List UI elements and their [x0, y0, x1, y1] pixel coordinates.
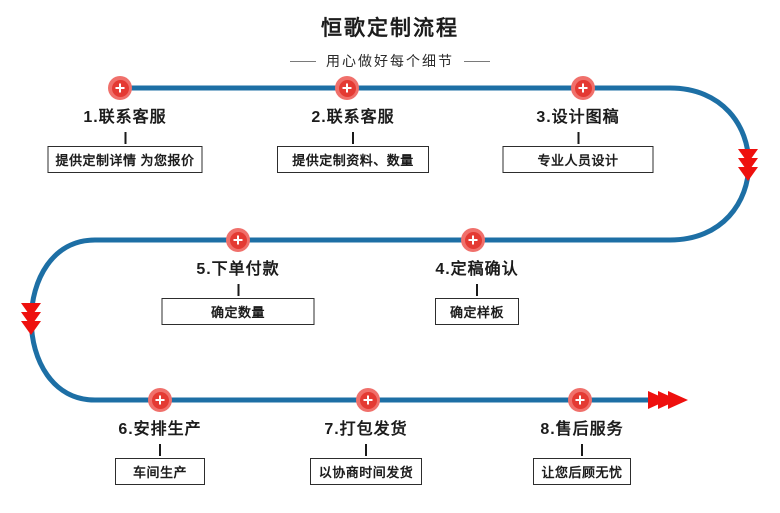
step-node-6 [148, 388, 172, 412]
step-2-title: 2.联系客服 [311, 109, 395, 126]
plus-icon [574, 79, 592, 97]
step-3: 3.设计图稿 专业人员设计 [502, 103, 654, 173]
plus-icon [464, 231, 482, 249]
step-node-7 [356, 388, 380, 412]
step-8-title: 8.售后服务 [540, 421, 624, 438]
connector-line [581, 444, 583, 456]
down-arrows-right-icon [738, 149, 758, 181]
step-1-detail-box: 提供定制详情 为您报价 [47, 146, 203, 173]
step-6-title: 6.安排生产 [118, 421, 202, 438]
step-node-2 [335, 76, 359, 100]
step-5-detail-box: 确定数量 [161, 298, 315, 325]
step-7: 7.打包发货 以协商时间发货 [310, 415, 422, 485]
step-node-1 [108, 76, 132, 100]
step-4-title: 4.定稿确认 [435, 261, 519, 278]
connector-line [365, 444, 367, 456]
subtitle-dash-left-icon [290, 60, 316, 62]
subtitle-dash-right-icon [464, 60, 490, 62]
subtitle-text: 用心做好每个细节 [326, 53, 454, 69]
step-2-detail-box: 提供定制资料、数量 [277, 146, 429, 173]
plus-icon [111, 79, 129, 97]
step-4: 4.定稿确认 确定样板 [435, 255, 519, 325]
step-7-detail-box: 以协商时间发货 [310, 458, 422, 485]
step-8: 8.售后服务 让您后顾无忧 [533, 415, 631, 485]
plus-icon [359, 391, 377, 409]
step-5-title: 5.下单付款 [196, 261, 280, 278]
step-node-8 [568, 388, 592, 412]
step-1-title: 1.联系客服 [83, 109, 167, 126]
connector-line [159, 444, 161, 456]
step-3-detail-box: 专业人员设计 [502, 146, 654, 173]
connector-line [237, 284, 239, 296]
connector-line [352, 132, 354, 144]
step-7-title: 7.打包发货 [324, 421, 408, 438]
step-node-3 [571, 76, 595, 100]
flow-path [28, 85, 752, 403]
step-2: 2.联系客服 提供定制资料、数量 [277, 103, 429, 173]
step-4-detail-box: 确定样板 [435, 298, 519, 325]
connector-line [476, 284, 478, 296]
plus-icon [151, 391, 169, 409]
plus-icon [338, 79, 356, 97]
page-title: 恒歌定制流程 [321, 17, 459, 40]
step-5: 5.下单付款 确定数量 [161, 255, 315, 325]
subtitle: 用心做好每个细节 [0, 51, 780, 71]
plus-icon [229, 231, 247, 249]
connector-line [577, 132, 579, 144]
end-arrow-right-icon [648, 391, 688, 409]
step-8-detail-box: 让您后顾无忧 [533, 458, 631, 485]
step-6: 6.安排生产 车间生产 [115, 415, 205, 485]
connector-line [124, 132, 126, 144]
step-node-5 [226, 228, 250, 252]
step-3-title: 3.设计图稿 [536, 109, 620, 126]
header: 恒歌定制流程 用心做好每个细节 [0, 12, 780, 71]
step-node-4 [461, 228, 485, 252]
down-arrows-left-icon [21, 303, 41, 335]
step-1: 1.联系客服 提供定制详情 为您报价 [47, 103, 203, 173]
step-6-detail-box: 车间生产 [115, 458, 205, 485]
plus-icon [571, 391, 589, 409]
